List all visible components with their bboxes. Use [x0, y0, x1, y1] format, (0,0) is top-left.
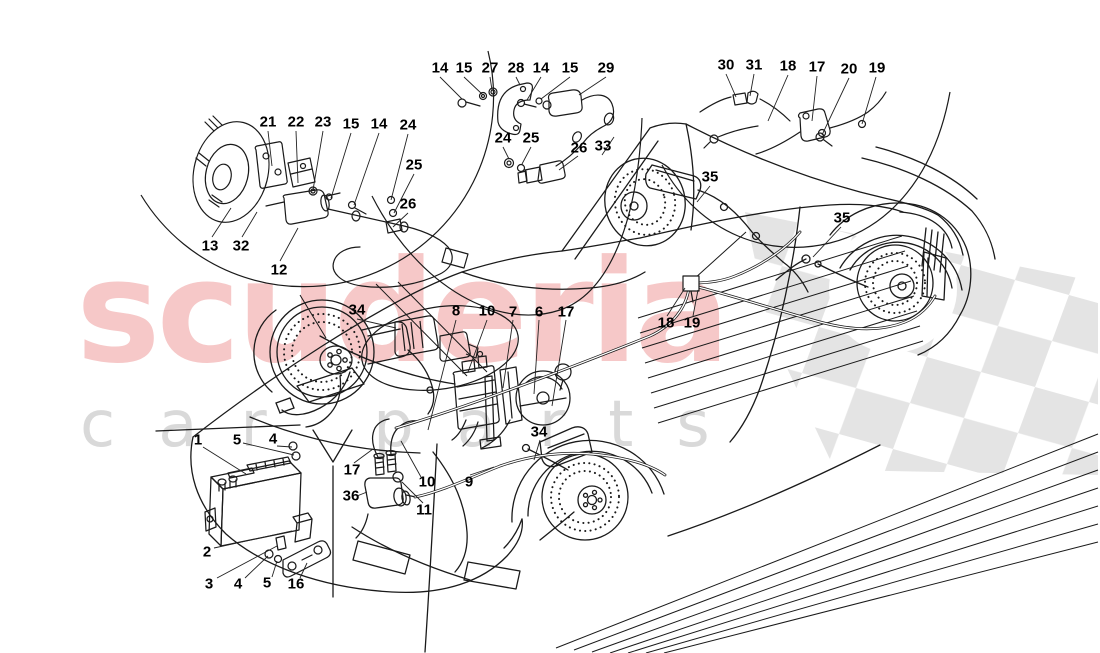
part-callout: 34	[348, 301, 366, 319]
part-callout: 7	[508, 303, 518, 321]
abs-unit	[451, 355, 572, 450]
part-callout: 22	[287, 113, 305, 131]
watermark-brand: scuderia	[76, 230, 730, 395]
part-callout: 5	[262, 574, 272, 592]
part-callout: 18	[657, 314, 675, 332]
part-callout: 26	[570, 139, 588, 157]
disc-drill-dots	[283, 168, 926, 532]
brake-pipes	[394, 230, 937, 499]
car-body	[155, 122, 996, 653]
part-callout: 17	[343, 461, 361, 479]
part-callout: 13	[201, 237, 219, 255]
part-callout: 31	[745, 56, 763, 74]
part-callout: 24	[399, 116, 417, 134]
part-callout: 2	[202, 543, 212, 561]
relay-inset	[394, 315, 484, 362]
part-callout: 12	[270, 261, 288, 279]
part-callout: 34	[530, 423, 548, 441]
part-callout: 17	[557, 303, 575, 321]
front-sensor-inset	[192, 115, 469, 288]
part-callout: 4	[268, 430, 278, 448]
part-callout: 19	[868, 59, 886, 77]
watermark-tagline: car parts	[80, 388, 753, 462]
front-disc-assembly	[253, 299, 435, 428]
side-strakes	[555, 235, 1099, 653]
part-callout: 11	[416, 501, 432, 519]
part-callout: 24	[494, 129, 512, 147]
part-callout: 19	[683, 314, 701, 332]
part-callout: 25	[405, 156, 423, 174]
part-callout: 14	[431, 59, 449, 77]
part-callout: 20	[840, 60, 858, 78]
rear-sensor-inset	[457, 82, 615, 184]
part-callout: 15	[561, 59, 579, 77]
part-callout: 4	[233, 575, 243, 593]
part-callout: 26	[399, 195, 417, 213]
part-callout: 14	[532, 59, 550, 77]
part-callout: 28	[507, 59, 525, 77]
part-callout: 35	[833, 209, 851, 227]
leader-lines	[202, 73, 877, 579]
part-callout: 6	[534, 303, 544, 321]
part-callout: 10	[418, 473, 436, 491]
part-callout: 25	[522, 129, 540, 147]
pipe-valve-inset	[699, 90, 887, 155]
part-callout: 35	[701, 168, 719, 186]
part-callout: 9	[464, 473, 474, 491]
part-callout: 15	[455, 59, 473, 77]
part-callout: 3	[204, 575, 214, 593]
part-callout: 32	[232, 237, 250, 255]
part-callout: 33	[594, 137, 612, 155]
rear-wheel	[775, 234, 963, 322]
part-callout: 29	[597, 59, 615, 77]
part-callout: 15	[342, 115, 360, 133]
part-callout: 36	[342, 487, 360, 505]
part-callout: 10	[478, 302, 496, 320]
part-callout: 18	[779, 57, 797, 75]
part-callout: 23	[314, 113, 332, 131]
part-callout: 30	[717, 56, 735, 74]
part-callout: 5	[232, 431, 242, 449]
part-callout: 17	[808, 58, 826, 76]
rear-disc-assembly	[604, 157, 809, 293]
ecu-unit	[204, 441, 332, 578]
part-callout: 1	[193, 431, 203, 449]
part-callout: 27	[481, 59, 499, 77]
part-callout: 16	[287, 575, 305, 593]
part-callout: 8	[451, 302, 461, 320]
part-callout: 14	[370, 115, 388, 133]
part-callout: 21	[259, 113, 277, 131]
